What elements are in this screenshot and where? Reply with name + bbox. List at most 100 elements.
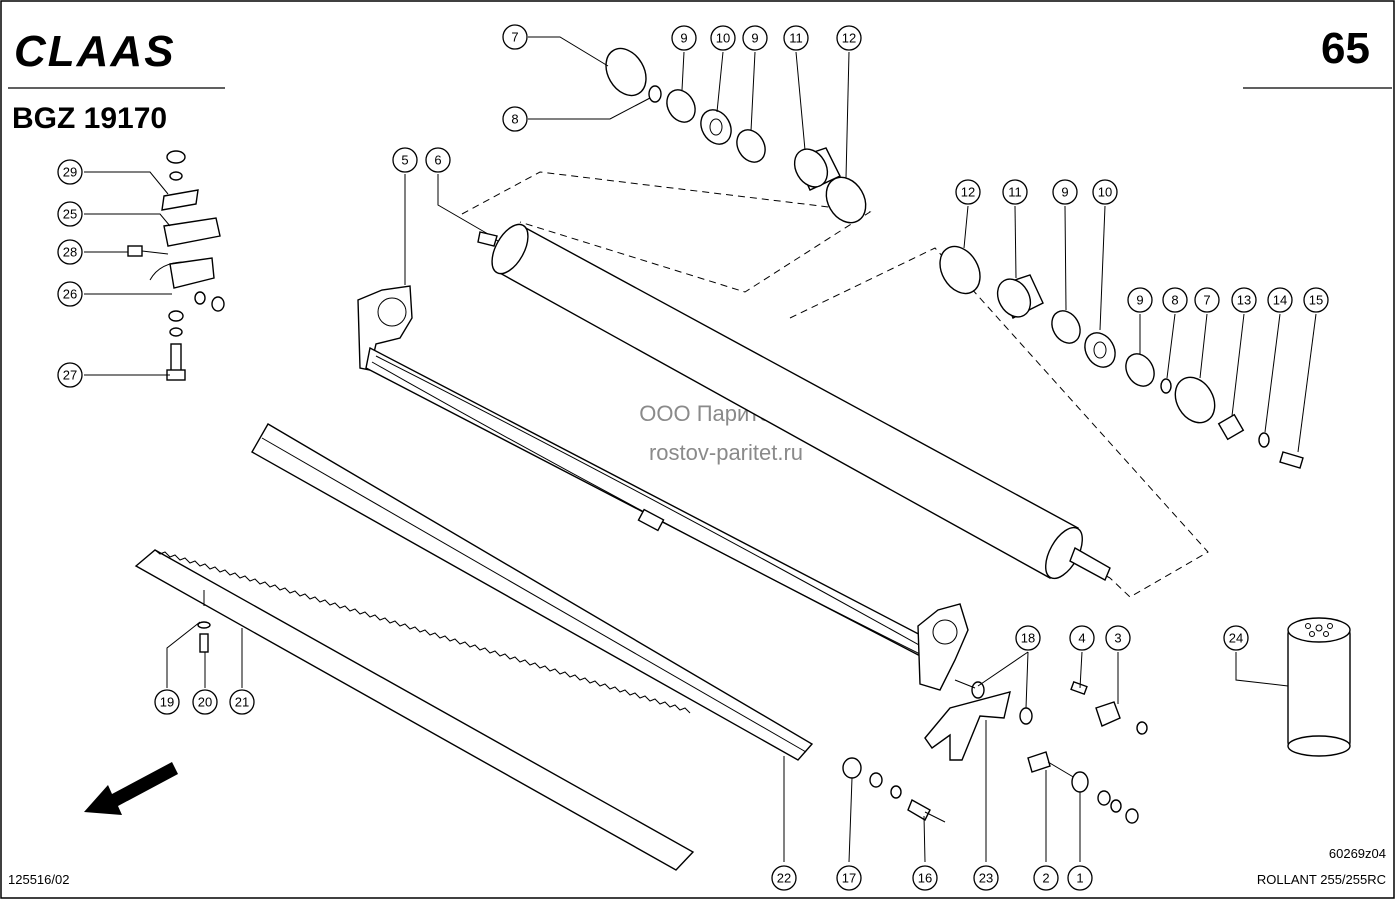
svg-text:23: 23 — [979, 871, 993, 886]
exploded-axis-upper — [461, 171, 872, 293]
svg-text:8: 8 — [1171, 293, 1178, 308]
callout-28: 28 — [57, 239, 83, 265]
knife-screw — [197, 590, 211, 653]
grease-canister — [1287, 617, 1351, 757]
callout-13: 13 — [1231, 287, 1257, 313]
callout-18: 18 — [1015, 625, 1041, 651]
brand-logo: CLAAS — [14, 27, 176, 76]
svg-text:10: 10 — [716, 31, 730, 46]
callout-2: 2 — [1033, 865, 1059, 891]
model-name: ROLLANT 255/255RC — [1257, 872, 1386, 887]
svg-text:21: 21 — [235, 695, 249, 710]
svg-text:6: 6 — [434, 153, 441, 168]
callout-7-right: 7 — [1194, 287, 1220, 313]
callout-4: 4 — [1069, 625, 1095, 651]
svg-text:9: 9 — [1136, 293, 1143, 308]
callout-19: 19 — [154, 689, 180, 715]
doc-code: BGZ 19170 — [12, 102, 167, 135]
callout-5: 5 — [392, 147, 418, 173]
svg-text:9: 9 — [680, 31, 687, 46]
svg-text:20: 20 — [198, 695, 212, 710]
callout-8-right: 8 — [1162, 287, 1188, 313]
callout-10-right: 10 — [1092, 179, 1118, 205]
callout-22: 22 — [771, 865, 797, 891]
callout-1: 1 — [1067, 865, 1093, 891]
svg-text:16: 16 — [918, 871, 932, 886]
svg-text:5: 5 — [401, 153, 408, 168]
callout-6: 6 — [425, 147, 451, 173]
svg-text:3: 3 — [1114, 631, 1121, 646]
svg-text:15: 15 — [1309, 293, 1323, 308]
bolt-set-center — [842, 757, 946, 823]
callout-11-top: 11 — [783, 25, 809, 51]
svg-text:9: 9 — [1061, 185, 1068, 200]
callout-20: 20 — [192, 689, 218, 715]
leader-lines — [84, 36, 1317, 863]
mount-bracket — [127, 150, 225, 381]
callout-3: 3 — [1105, 625, 1131, 651]
svg-text:11: 11 — [789, 31, 803, 46]
callout-15: 15 — [1303, 287, 1329, 313]
callout-17: 17 — [836, 865, 862, 891]
callout-10-top: 10 — [710, 25, 736, 51]
hook-assembly — [924, 679, 1033, 761]
callout-16: 16 — [912, 865, 938, 891]
svg-text:10: 10 — [1098, 185, 1112, 200]
knife-strip — [134, 549, 695, 871]
callout-9-top-a: 9 — [671, 25, 697, 51]
svg-text:12: 12 — [961, 185, 975, 200]
callout-21: 21 — [229, 689, 255, 715]
svg-text:25: 25 — [63, 207, 77, 222]
watermark-line2: rostov-paritet.ru — [649, 440, 803, 465]
svg-text:14: 14 — [1273, 293, 1287, 308]
bolt-set-right — [1027, 751, 1139, 824]
callout-26: 26 — [57, 281, 83, 307]
bearing-group-top — [605, 47, 867, 224]
callout-25: 25 — [57, 201, 83, 227]
footer-left-code: 125516/02 — [8, 872, 69, 887]
callout-9-right-a: 9 — [1052, 179, 1078, 205]
crossmember — [357, 285, 969, 691]
callout-11-right: 11 — [1002, 179, 1028, 205]
page-number: 65 — [1321, 24, 1370, 73]
svg-text:8: 8 — [511, 112, 518, 127]
drawing-ref: 60269z04 — [1329, 846, 1386, 861]
callout-9-right-b: 9 — [1127, 287, 1153, 313]
svg-text:17: 17 — [842, 871, 856, 886]
svg-text:28: 28 — [63, 245, 77, 260]
svg-text:11: 11 — [1008, 185, 1022, 200]
svg-text:7: 7 — [511, 30, 518, 45]
callout-12-right: 12 — [955, 179, 981, 205]
callout-12-top: 12 — [836, 25, 862, 51]
callout-27: 27 — [57, 362, 83, 388]
svg-text:7: 7 — [1203, 293, 1210, 308]
roller-drum — [477, 223, 1111, 581]
direction-arrow — [84, 762, 178, 815]
svg-text:29: 29 — [63, 165, 77, 180]
svg-text:26: 26 — [63, 287, 77, 302]
angle-bar — [251, 423, 814, 761]
svg-text:4: 4 — [1078, 631, 1085, 646]
exploded-axis-lower — [789, 247, 1209, 598]
callout-14: 14 — [1267, 287, 1293, 313]
svg-text:12: 12 — [842, 31, 856, 46]
callout-8-top: 8 — [502, 106, 528, 132]
svg-text:13: 13 — [1237, 293, 1251, 308]
callout-7-top: 7 — [502, 24, 528, 50]
callout-9-top-b: 9 — [742, 25, 768, 51]
block-assembly — [1070, 680, 1148, 735]
callout-29: 29 — [57, 159, 83, 185]
svg-text:18: 18 — [1021, 631, 1035, 646]
svg-text:19: 19 — [160, 695, 174, 710]
svg-text:9: 9 — [751, 31, 758, 46]
callout-23: 23 — [973, 865, 999, 891]
svg-text:2: 2 — [1042, 871, 1049, 886]
bearing-group-right — [939, 245, 1304, 469]
svg-text:1: 1 — [1076, 871, 1083, 886]
svg-text:27: 27 — [63, 368, 77, 383]
svg-text:22: 22 — [777, 871, 791, 886]
callout-24: 24 — [1223, 625, 1249, 651]
svg-text:24: 24 — [1229, 631, 1243, 646]
